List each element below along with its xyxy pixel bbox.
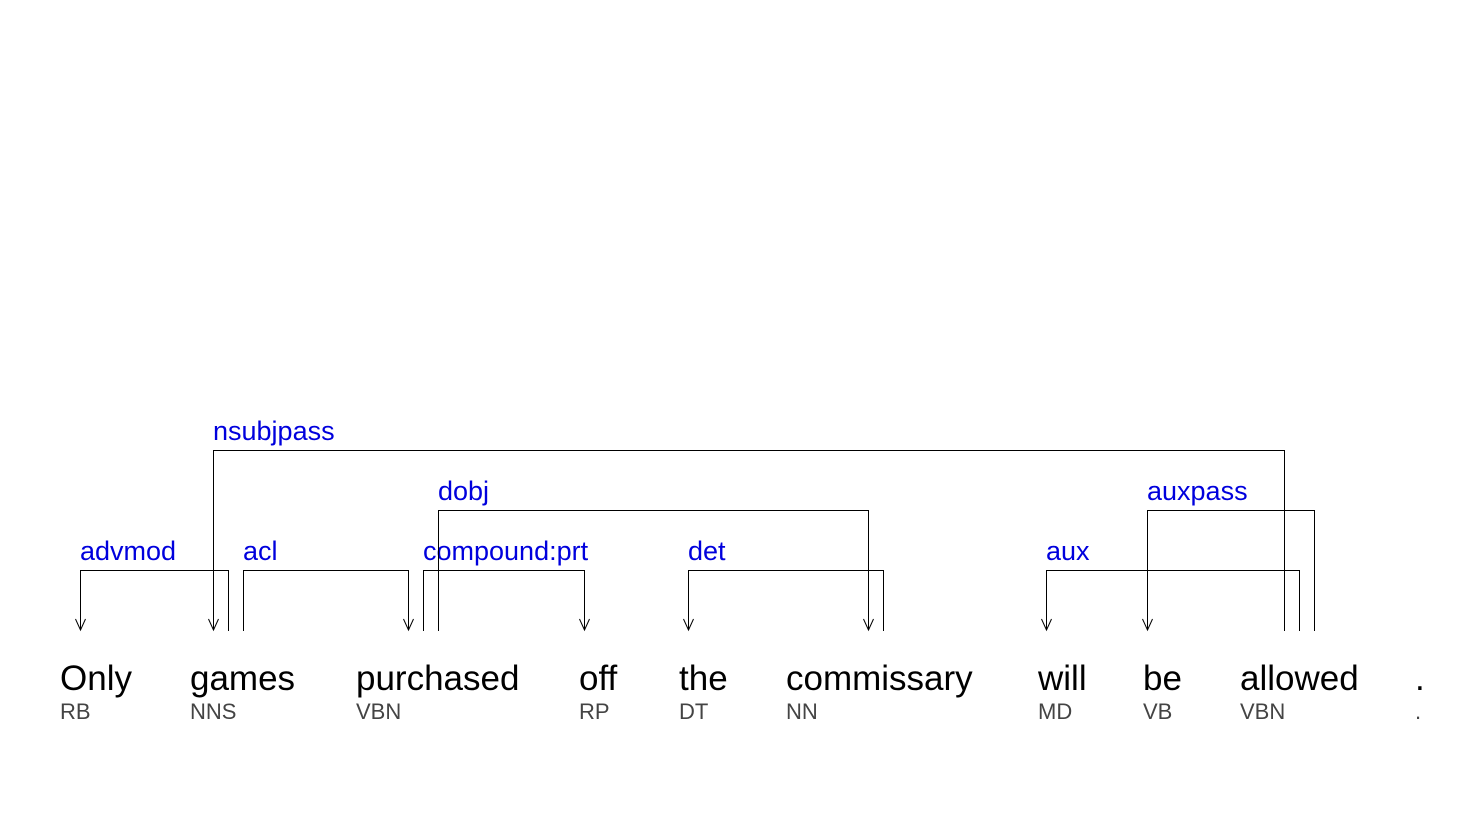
arc-label: advmod — [80, 536, 176, 566]
arc-line — [1147, 510, 1315, 631]
arrowhead-icon — [75, 618, 86, 632]
arc-line — [688, 570, 884, 631]
arrowhead-icon — [863, 618, 874, 632]
arc-dobj: dobj — [438, 476, 874, 632]
arc-line — [213, 450, 1285, 631]
arc-det: det — [683, 536, 884, 632]
token-tag: DT — [679, 699, 708, 724]
arc-nsubjpass: nsubjpass — [208, 416, 1285, 632]
arc-label: auxpass — [1147, 476, 1248, 506]
arc-line — [438, 510, 869, 631]
token-word: be — [1143, 659, 1182, 698]
token-tag: NNS — [190, 699, 236, 724]
arc-label: det — [688, 536, 726, 566]
arc-aux: aux — [1041, 536, 1300, 632]
arc-line — [80, 570, 229, 631]
token-tag: MD — [1038, 699, 1072, 724]
token-row: Only RB games NNS purchased VBN off RP t… — [60, 659, 1425, 724]
token-word: off — [579, 659, 618, 698]
token-word: the — [679, 659, 728, 698]
arrowhead-icon — [208, 618, 219, 632]
arrowhead-icon — [1041, 618, 1052, 632]
token-word: allowed — [1240, 659, 1359, 698]
token-tag: RB — [60, 699, 91, 724]
token-word: games — [190, 659, 295, 698]
arc-line — [423, 570, 585, 631]
token-tag: NN — [786, 699, 818, 724]
arrowhead-icon — [1142, 618, 1153, 632]
arc-label: nsubjpass — [213, 416, 335, 446]
arc-label: aux — [1046, 536, 1090, 566]
arc-auxpass: auxpass — [1142, 476, 1315, 632]
token-word: will — [1037, 659, 1087, 698]
token-word: purchased — [356, 659, 519, 698]
arc-line — [1046, 570, 1300, 631]
token-word: Only — [60, 659, 132, 698]
arrowhead-icon — [403, 618, 414, 632]
arrowhead-icon — [579, 618, 590, 632]
arc-acl: acl — [243, 536, 414, 632]
arrowhead-icon — [683, 618, 694, 632]
token-tag: VBN — [356, 699, 401, 724]
token-word: commissary — [786, 659, 973, 698]
arc-label: dobj — [438, 476, 489, 506]
arc-compound-prt: compound:prt — [423, 536, 590, 632]
token-word: . — [1415, 659, 1425, 698]
token-tag: . — [1415, 699, 1421, 724]
arc-label: compound:prt — [423, 536, 589, 566]
token-tag: VBN — [1240, 699, 1285, 724]
token-tag: VB — [1143, 699, 1172, 724]
arc-label: acl — [243, 536, 278, 566]
token-tag: RP — [579, 699, 610, 724]
arc-line — [243, 570, 409, 631]
arc-advmod: advmod — [75, 536, 229, 632]
